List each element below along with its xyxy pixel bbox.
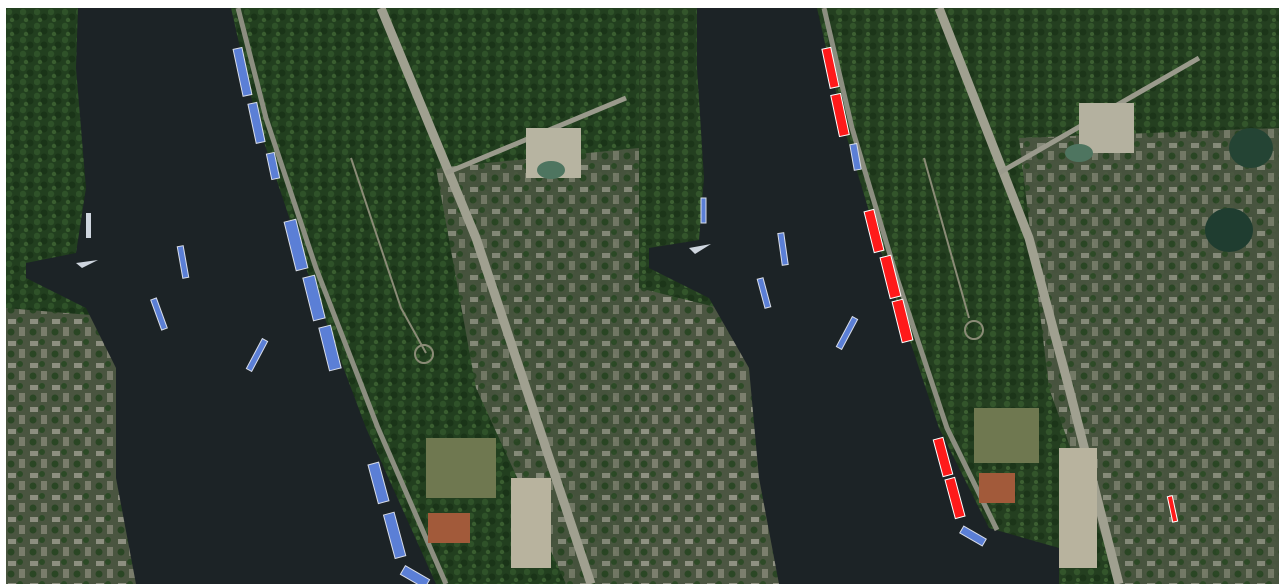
satellite-panel-after	[639, 8, 1279, 584]
ship-markers-before	[150, 46, 431, 584]
satellite-image-before	[6, 8, 639, 584]
satellite-image-after	[639, 8, 1279, 584]
satellite-panel-before	[6, 8, 639, 584]
ship-markers-after-changed	[821, 46, 1179, 523]
ship-markers-after-unchanged	[700, 142, 987, 547]
